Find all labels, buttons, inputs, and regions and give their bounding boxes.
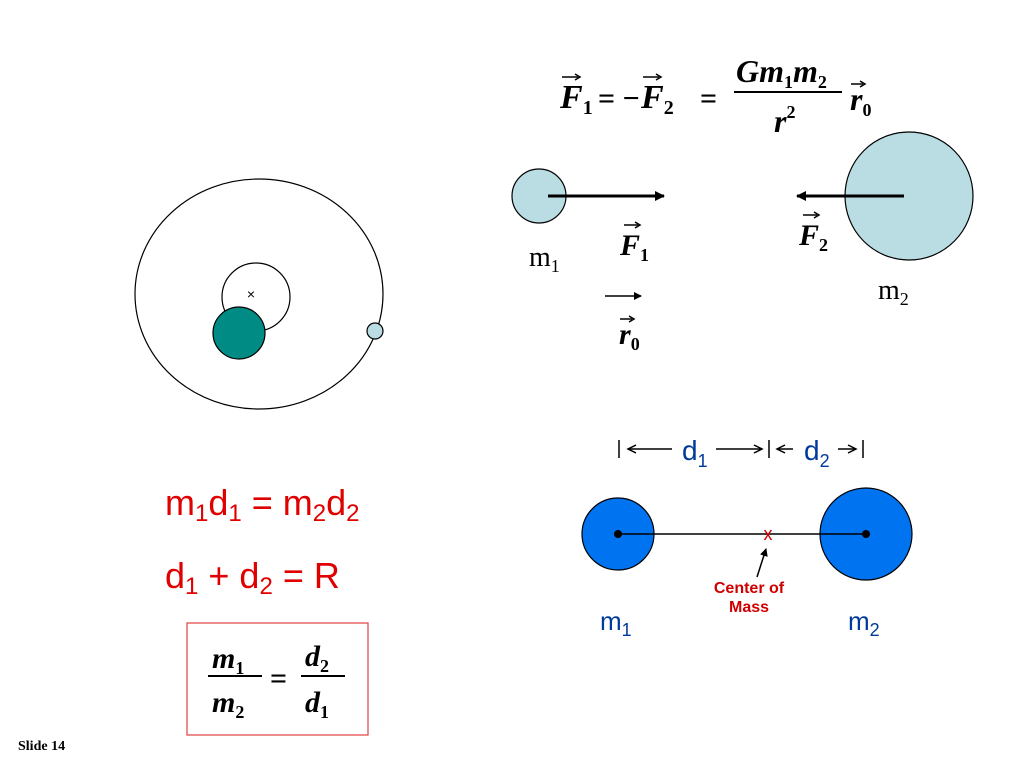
com-mass-2-label: m2 <box>848 606 880 640</box>
svg-text:=: = <box>270 662 287 695</box>
com-label-line2: Mass <box>729 599 769 616</box>
large-body <box>212 306 266 360</box>
force-2-label: F2 <box>798 219 828 255</box>
svg-text:d1: d1 <box>305 686 329 722</box>
center-of-mass-diagram: d1 d2 x Center of Mass m1 m2 <box>581 435 913 640</box>
svg-text:m2: m2 <box>212 686 244 722</box>
svg-text:r2: r2 <box>774 102 795 139</box>
separation-eq: d1 + d2 = R <box>165 555 340 600</box>
unit-vector-label: r0 <box>619 318 640 354</box>
com-x-mark: x <box>764 524 773 544</box>
mass-2-label: m2 <box>878 275 909 309</box>
distance-d2-label: d2 <box>804 435 830 471</box>
equals-sign: = <box>700 82 717 115</box>
small-body <box>366 322 384 340</box>
svg-text:r0: r0 <box>850 81 871 120</box>
svg-text:d2: d2 <box>305 640 329 676</box>
force-diagram: m1 m2 F1 F2 r0 <box>511 131 974 354</box>
distance-markers <box>618 440 864 458</box>
barycenter-mark: × <box>247 286 255 302</box>
red-equations: m1d1 = m2d2 d1 + d2 = R <box>165 482 360 600</box>
ratio-box: m1 m2 = d2 d1 <box>186 622 369 736</box>
com-mass-1-label: m1 <box>600 606 632 640</box>
force-1-label: F1 <box>619 229 649 265</box>
force-equation: F1 = − F2 = Gm1m2 r2 r0 <box>559 53 871 139</box>
com-label-line1: Center of <box>714 580 785 597</box>
orbit-diagram: × <box>134 178 384 410</box>
svg-text:F2: F2 <box>640 79 674 119</box>
svg-text:Gm1m2: Gm1m2 <box>736 53 827 92</box>
slide-number: Slide 14 <box>18 739 65 754</box>
com-pointer <box>756 548 768 578</box>
mass-1-label: m1 <box>529 242 560 276</box>
equals-minus: = − <box>598 82 640 115</box>
momentum-balance-eq: m1d1 = m2d2 <box>165 482 360 527</box>
distance-d1-label: d1 <box>682 435 708 471</box>
outer-orbit <box>134 178 384 410</box>
svg-text:F1: F1 <box>559 79 593 119</box>
svg-text:m1: m1 <box>212 642 244 678</box>
